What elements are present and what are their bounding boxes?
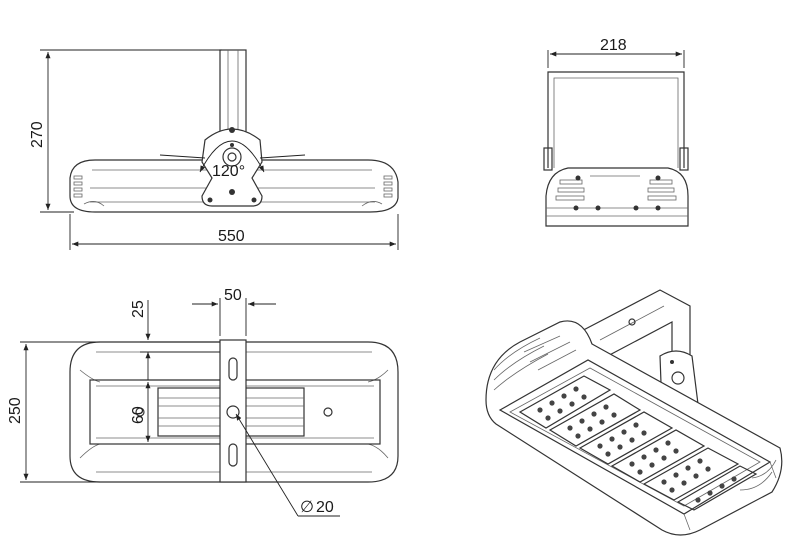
depth-label: 250 [7,397,24,424]
width-label: 550 [218,228,245,245]
side-fins [555,175,677,201]
bracket-strap [219,339,247,483]
angle-arc [199,140,265,173]
height-label: 270 [29,121,46,148]
front-view: 120° 270 550 [29,49,399,250]
side-view: 218 [543,37,689,227]
bracket-width-label: 50 [224,287,242,304]
isometric-view [485,289,783,536]
u-bracket [547,71,685,168]
side-housing [545,167,689,227]
side-width-label: 218 [600,37,627,54]
offset-label: 25 [130,300,147,318]
diameter-symbol: ∅ [300,499,314,516]
top-view: 50 25 60 250 ∅ 20 [7,287,399,517]
fins-right [361,175,393,207]
slot-label: 60 [130,406,147,424]
iso-led-modules [518,375,758,511]
fins-left [73,175,105,207]
diameter-label: 20 [316,499,334,516]
angle-label: 120° [212,163,245,180]
iso-led-dots [537,386,737,503]
